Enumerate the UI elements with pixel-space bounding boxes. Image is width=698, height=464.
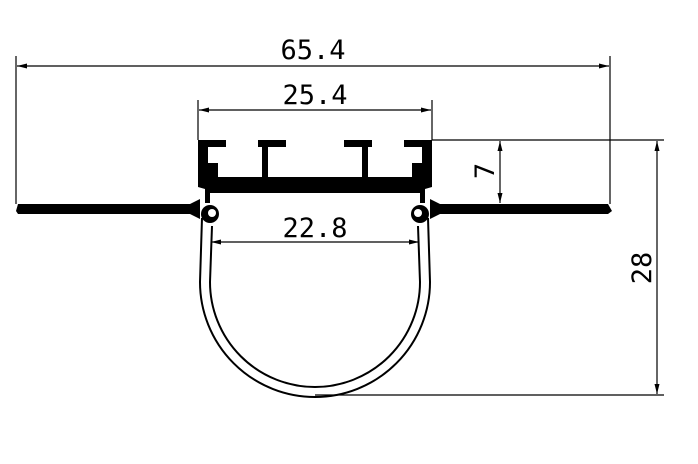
diffuser-inner <box>208 225 422 388</box>
label-diffuser-width: 22.8 <box>282 213 347 244</box>
slot-tab-right <box>412 163 422 177</box>
slot-round-3 <box>361 180 369 188</box>
right-flange <box>430 199 612 219</box>
slot-round-1 <box>261 180 269 188</box>
diffuser-cover <box>198 217 432 398</box>
diffuser-outer <box>198 217 432 398</box>
label-housing-width: 25.4 <box>282 80 347 111</box>
slot-round-2 <box>311 180 319 188</box>
label-housing-depth: 7 <box>470 163 501 179</box>
channel-body <box>198 140 432 203</box>
left-flange <box>16 199 200 219</box>
label-overall-width: 65.4 <box>280 35 345 66</box>
aluminium-profile <box>16 140 612 223</box>
dimension-lines <box>15 56 664 396</box>
slot-tab-left <box>208 163 218 177</box>
label-overall-height: 28 <box>627 252 658 285</box>
